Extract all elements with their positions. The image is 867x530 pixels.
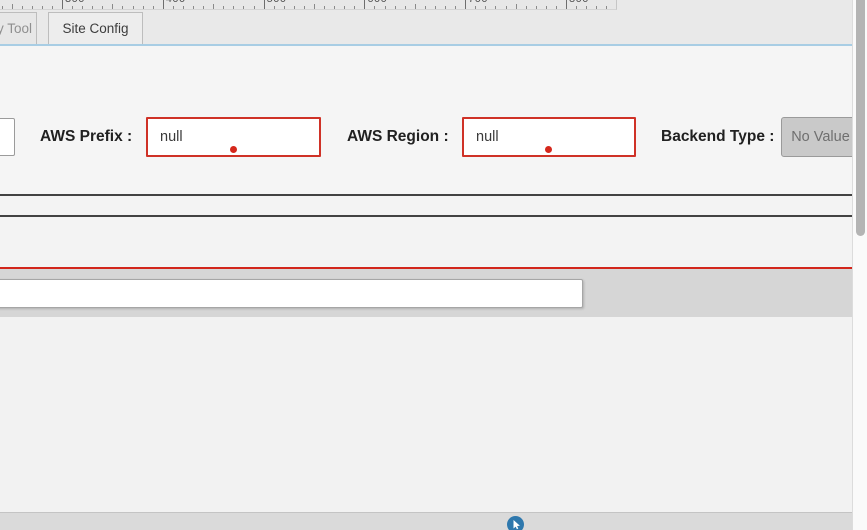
validation-error-dot (230, 146, 237, 153)
horizontal-ruler: 300400500600700800 (0, 0, 617, 10)
backend-type-label: Backend Type : (661, 128, 775, 145)
horizontal-divider-1 (0, 194, 852, 196)
backend-type-value: No Value (791, 129, 850, 145)
validation-error-dot (545, 146, 552, 153)
content-top-band (0, 46, 852, 194)
scrollbar-thumb[interactable] (856, 0, 865, 236)
bottom-text-input[interactable] (0, 279, 583, 308)
cursor-icon (507, 516, 524, 530)
tab-label: y Tool (0, 21, 32, 36)
horizontal-divider-2 (0, 215, 852, 217)
truncated-left-input[interactable] (0, 118, 15, 156)
backend-type-dropdown[interactable]: No Value (781, 117, 860, 157)
aws-region-label: AWS Region : (347, 128, 449, 145)
tab-y-tool[interactable]: y Tool (0, 12, 37, 44)
tab-label: Site Config (62, 21, 129, 36)
aws-prefix-label: AWS Prefix : (40, 128, 133, 145)
footer-divider (0, 512, 852, 513)
red-divider (0, 267, 852, 269)
content-lower-band (0, 317, 852, 512)
vertical-scrollbar[interactable] (852, 0, 867, 530)
footer-bar (0, 513, 852, 530)
tab-site-config[interactable]: Site Config (48, 12, 143, 44)
tab-bar-underline (0, 44, 852, 46)
